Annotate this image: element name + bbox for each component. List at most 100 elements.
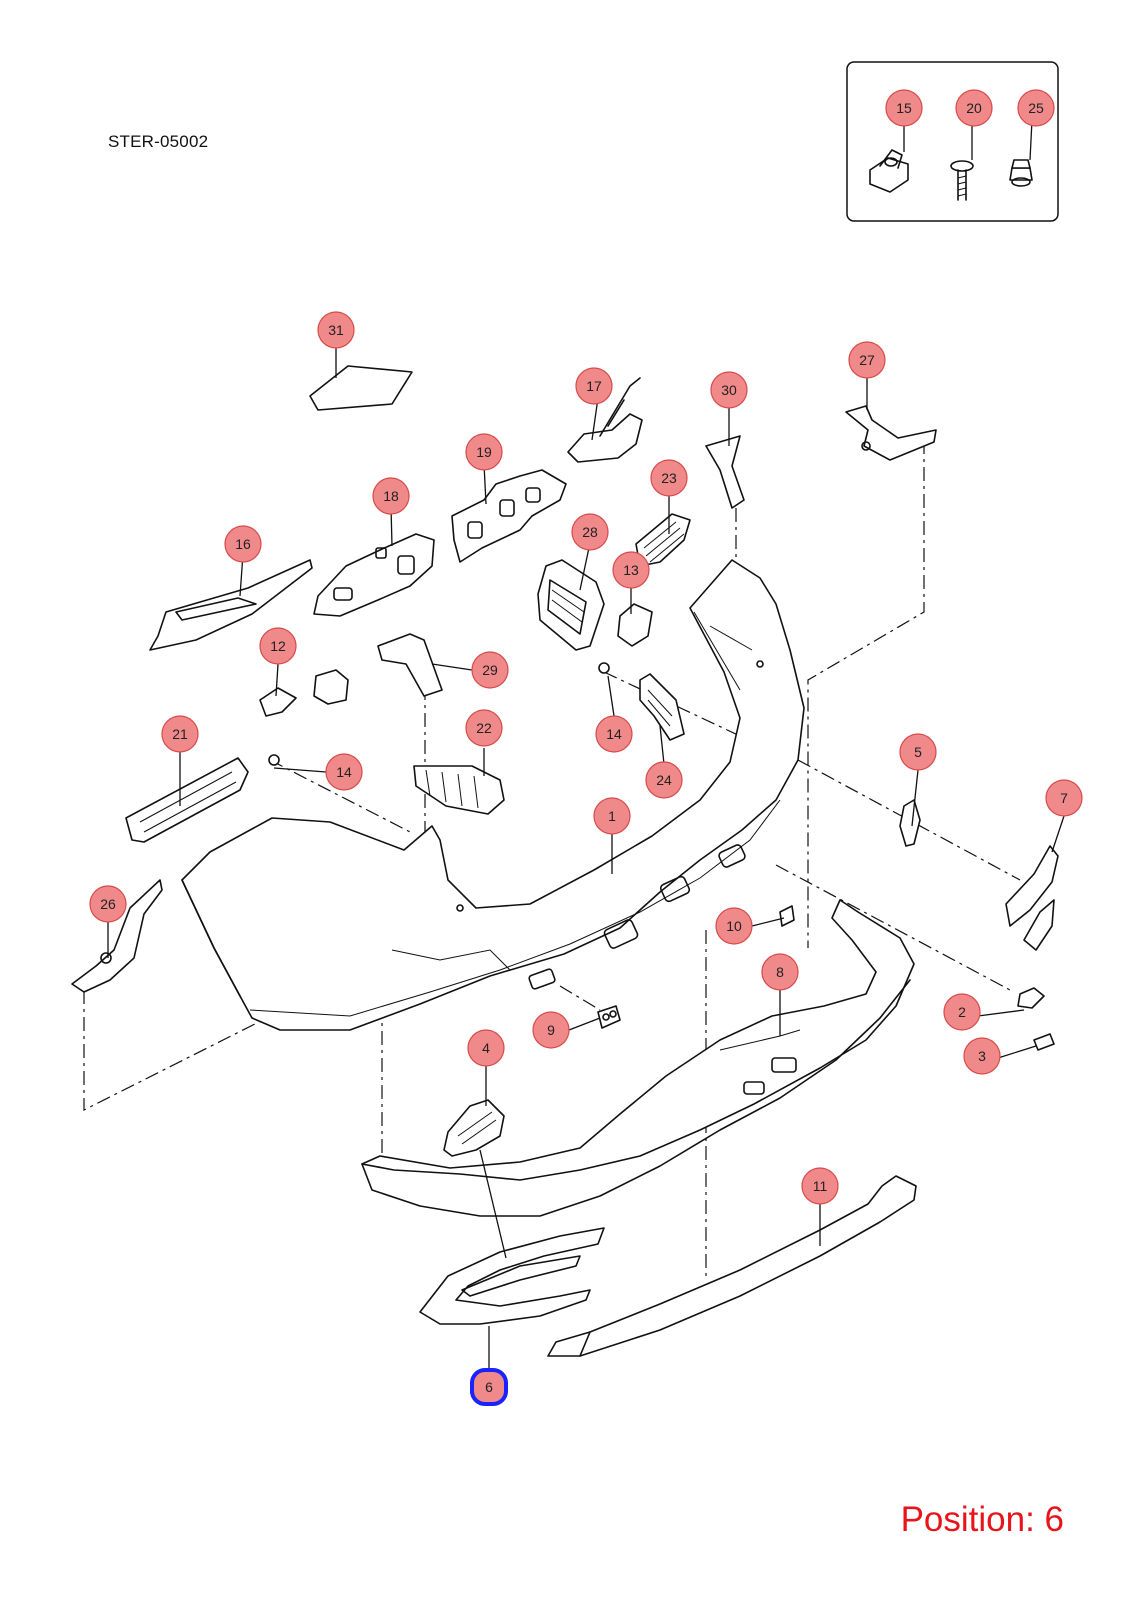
pad-31 bbox=[309, 365, 413, 411]
callout-24[interactable]: 24 bbox=[645, 761, 683, 799]
svg-text:9: 9 bbox=[547, 1022, 555, 1038]
callout-22[interactable]: 22 bbox=[465, 709, 503, 747]
svg-text:18: 18 bbox=[383, 488, 399, 504]
svg-text:3: 3 bbox=[978, 1048, 986, 1064]
callout-1[interactable]: 1 bbox=[593, 797, 631, 835]
svg-text:5: 5 bbox=[914, 744, 922, 760]
svg-text:4: 4 bbox=[482, 1040, 490, 1056]
callout-17[interactable]: 17 bbox=[575, 367, 613, 405]
callout-31[interactable]: 31 bbox=[317, 311, 355, 349]
callout-14-left[interactable]: 14 bbox=[325, 753, 363, 791]
grille-insert-4 bbox=[443, 1099, 505, 1157]
bolt-20 bbox=[950, 160, 974, 201]
grommet-14b bbox=[598, 662, 610, 674]
pad-12 bbox=[259, 687, 297, 717]
absorber-19 bbox=[451, 469, 567, 563]
position-indicator: Position: 6 bbox=[900, 1500, 1064, 1539]
svg-text:14: 14 bbox=[606, 726, 622, 742]
callout-29[interactable]: 29 bbox=[471, 651, 509, 689]
callout-20[interactable]: 20 bbox=[955, 89, 993, 127]
svg-text:13: 13 bbox=[623, 562, 639, 578]
svg-text:7: 7 bbox=[1060, 790, 1068, 806]
bracket-5 bbox=[899, 799, 921, 847]
pad-3 bbox=[1033, 1033, 1055, 1051]
clip-2 bbox=[1017, 987, 1045, 1009]
callout-30[interactable]: 30 bbox=[710, 371, 748, 409]
svg-text:25: 25 bbox=[1028, 100, 1044, 116]
nut-25 bbox=[1009, 159, 1033, 187]
bracket-24 bbox=[639, 673, 685, 741]
svg-text:2: 2 bbox=[958, 1004, 966, 1020]
svg-text:15: 15 bbox=[896, 100, 912, 116]
svg-text:1: 1 bbox=[608, 808, 616, 824]
diffuser-8 bbox=[361, 899, 915, 1217]
callout-5[interactable]: 5 bbox=[899, 733, 937, 771]
sensor-housing-28 bbox=[537, 559, 605, 651]
callout-2[interactable]: 2 bbox=[943, 993, 981, 1031]
callout-28[interactable]: 28 bbox=[571, 513, 609, 551]
reflector-trim-16 bbox=[149, 559, 313, 651]
svg-text:24: 24 bbox=[656, 772, 672, 788]
pad-12b bbox=[313, 669, 349, 705]
bracket-30 bbox=[705, 435, 745, 509]
svg-text:17: 17 bbox=[586, 378, 602, 394]
callout-8[interactable]: 8 bbox=[761, 953, 799, 991]
svg-text:10: 10 bbox=[726, 918, 742, 934]
callout-26[interactable]: 26 bbox=[89, 885, 127, 923]
svg-text:27: 27 bbox=[859, 352, 875, 368]
absorber-18 bbox=[313, 533, 435, 617]
fasteners-inset bbox=[846, 61, 1059, 222]
callout-11[interactable]: 11 bbox=[801, 1167, 839, 1205]
svg-text:30: 30 bbox=[721, 382, 737, 398]
callout-19[interactable]: 19 bbox=[465, 433, 503, 471]
svg-text:28: 28 bbox=[582, 524, 598, 540]
leader-lines bbox=[107, 119, 1065, 1368]
callout-18[interactable]: 18 bbox=[372, 477, 410, 515]
svg-text:14: 14 bbox=[336, 764, 352, 780]
bracket-17 bbox=[567, 377, 643, 463]
callout-7[interactable]: 7 bbox=[1045, 779, 1083, 817]
callout-25[interactable]: 25 bbox=[1017, 89, 1055, 127]
svg-text:22: 22 bbox=[476, 720, 492, 736]
exhaust-trim-6 bbox=[419, 1227, 605, 1325]
callout-27[interactable]: 27 bbox=[848, 341, 886, 379]
callout-14-right[interactable]: 14 bbox=[595, 715, 633, 753]
callout-21[interactable]: 21 bbox=[161, 715, 199, 753]
svg-text:8: 8 bbox=[776, 964, 784, 980]
callout-13[interactable]: 13 bbox=[612, 551, 650, 589]
sensor-mount-9 bbox=[597, 1005, 621, 1029]
callout-4[interactable]: 4 bbox=[467, 1029, 505, 1067]
bumper-cover-1 bbox=[181, 559, 805, 1031]
bracket-27 bbox=[845, 405, 937, 461]
svg-text:19: 19 bbox=[476, 444, 492, 460]
callout-10[interactable]: 10 bbox=[715, 907, 753, 945]
bracket-10 bbox=[779, 905, 795, 927]
clip-nut-15 bbox=[869, 149, 909, 193]
callout-3[interactable]: 3 bbox=[963, 1037, 1001, 1075]
callout-23[interactable]: 23 bbox=[650, 459, 688, 497]
callout-15[interactable]: 15 bbox=[885, 89, 923, 127]
svg-text:11: 11 bbox=[813, 1178, 828, 1194]
lower-trim-11 bbox=[547, 1175, 917, 1357]
callout-12[interactable]: 12 bbox=[259, 627, 297, 665]
sensor-bracket-21 bbox=[125, 757, 249, 843]
reflector-7 bbox=[1005, 845, 1059, 951]
grommet-14a bbox=[268, 754, 280, 766]
callout-16[interactable]: 16 bbox=[224, 525, 262, 563]
svg-text:31: 31 bbox=[328, 322, 344, 338]
svg-text:23: 23 bbox=[661, 470, 677, 486]
svg-text:12: 12 bbox=[270, 638, 286, 654]
trim-29 bbox=[377, 633, 443, 697]
callout-6-selected[interactable]: 6 bbox=[470, 1368, 508, 1406]
svg-text:6: 6 bbox=[485, 1379, 493, 1395]
svg-text:26: 26 bbox=[100, 896, 116, 912]
pad-13 bbox=[617, 603, 653, 647]
diagram-code: STER-05002 bbox=[108, 132, 209, 151]
svg-text:20: 20 bbox=[966, 100, 982, 116]
svg-text:21: 21 bbox=[172, 726, 188, 742]
bracket-22 bbox=[413, 765, 505, 815]
svg-text:29: 29 bbox=[482, 662, 498, 678]
svg-text:16: 16 bbox=[235, 536, 251, 552]
callout-9[interactable]: 9 bbox=[532, 1011, 570, 1049]
